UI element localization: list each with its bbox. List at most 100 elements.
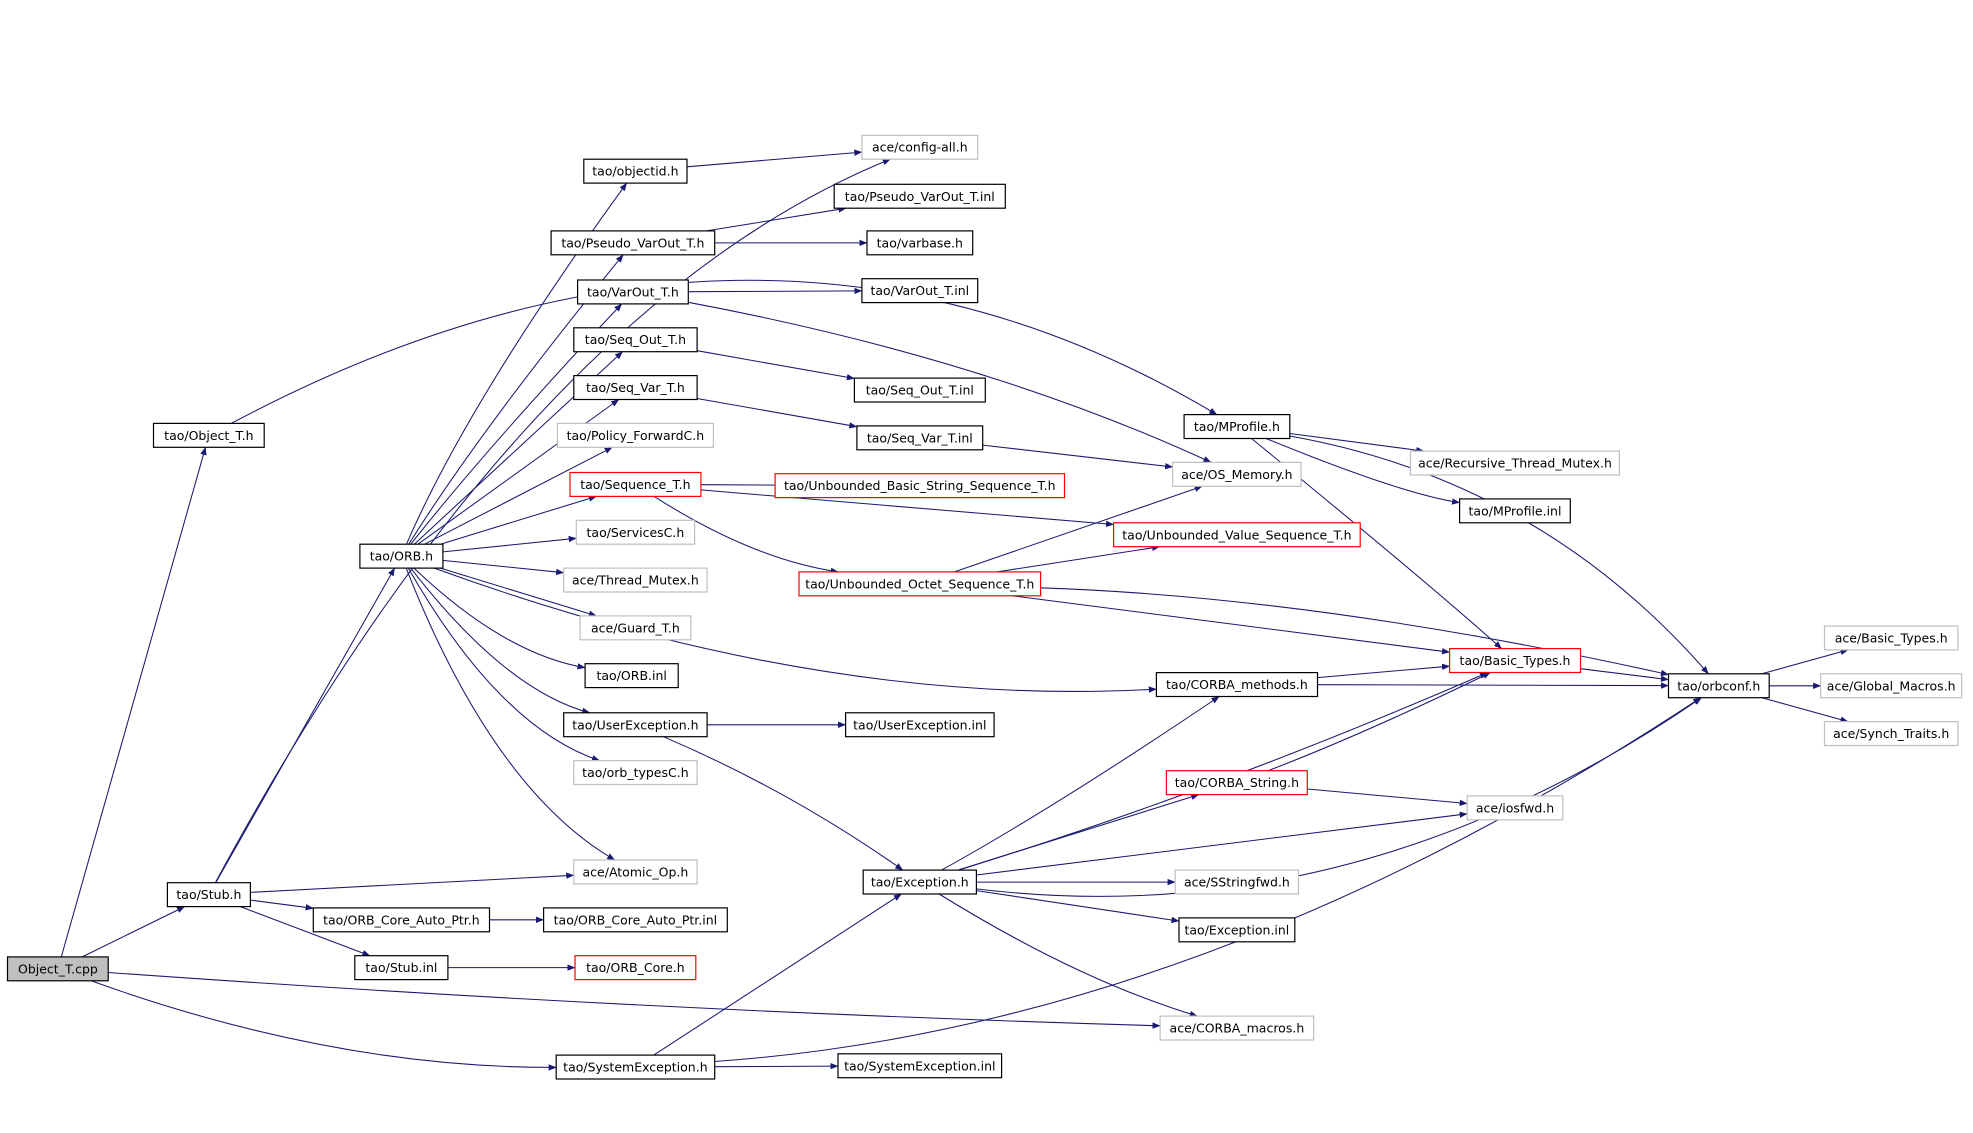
node-tao-orb-typesc-h[interactable]: tao/orb_typesC.h [573, 759, 698, 786]
node-box [576, 279, 689, 305]
edge-tao_mprofile_h-to-ace_recursive_thread_mutex_h [1289, 432, 1425, 454]
node-tao-varout-t-h[interactable]: tao/VarOut_T.h [576, 279, 689, 305]
node-label: tao/UserException.h [572, 717, 698, 732]
edge-tao_exception_h-to-tao_corba_methods_h [941, 696, 1220, 871]
node-tao-mprofile-inl[interactable]: tao/MProfile.inl [1458, 498, 1571, 524]
node-tao-seq-out-t-inl[interactable]: tao/Seq_Out_T.inl [853, 377, 986, 403]
node-ace-thread-mutex-h[interactable]: ace/Thread_Mutex.h [563, 567, 708, 593]
node-tao-unbounded-octet-sequence-t-h[interactable]: tao/Unbounded_Octet_Sequence_T.h [798, 571, 1042, 597]
node-label: tao/Pseudo_VarOut_T.inl [845, 189, 995, 204]
node-label: tao/ORB.h [370, 549, 433, 564]
node-tao-corba-methods-h[interactable]: tao/CORBA_methods.h [1155, 671, 1319, 698]
edge-object_t_cpp-to-tao_object_t_h [60, 446, 207, 958]
edge-tao_systemexception_h-to-tao_orbconf_h [714, 697, 1702, 1063]
node-tao-systemexception-h[interactable]: tao/SystemException.h [555, 1054, 716, 1080]
node-box [579, 615, 692, 641]
node-tao-sequence-t-h[interactable]: tao/Sequence_T.h [569, 471, 702, 497]
node-box [569, 471, 702, 497]
node-label: tao/CORBA_String.h [1175, 775, 1299, 790]
node-ace-sstringfwd-h[interactable]: ace/SStringfwd.h [1174, 869, 1300, 895]
node-label: tao/VarOut_T.inl [870, 283, 969, 298]
node-tao-userexception-inl[interactable]: tao/UserException.inl [844, 712, 995, 738]
node-box [1667, 673, 1770, 699]
edge-tao_orb_h-to-tao_servicesc_h [442, 535, 577, 553]
node-box [1183, 414, 1291, 440]
node-ace-synch-traits-h[interactable]: ace/Synch_Traits.h [1823, 720, 1959, 747]
edge-tao_stub_h-to-tao_orb_h [215, 567, 396, 883]
node-tao-orb-inl[interactable]: tao/ORB.inl [584, 663, 679, 689]
edge-tao_userexception_h-to-tao_exception_h [663, 736, 904, 871]
node-box [837, 1053, 1003, 1079]
node-box [1820, 673, 1963, 699]
edge-tao_varout_t_h-to-ace_os_memory_h [688, 301, 1212, 463]
node-ace-iosfwd-h[interactable]: ace/iosfwd.h [1466, 795, 1564, 821]
node-label: tao/Unbounded_Basic_String_Sequence_T.h [784, 478, 1056, 493]
edge-tao_orb_h-to-ace_thread_mutex_h [442, 559, 565, 576]
node-tao-policy-forwardc-h[interactable]: tao/Policy_ForwardC.h [556, 422, 715, 448]
node-label: ace/OS_Memory.h [1181, 467, 1292, 482]
node-label: tao/Basic_Types.h [1460, 653, 1571, 668]
edge-tao_corba_methods_h-to-tao_orbconf_h [1317, 682, 1669, 689]
node-label: tao/Sequence_T.h [580, 477, 690, 492]
node-box [354, 955, 449, 981]
edge-tao_unbounded_octet_sequence_t_h-to-tao_unbounded_value_sequence_t_h [997, 544, 1161, 573]
node-ace-os-memory-h[interactable]: ace/OS_Memory.h [1172, 461, 1302, 487]
edge-tao_varout_t_h-to-tao_varout_t_inl [688, 287, 863, 295]
node-box [556, 422, 715, 448]
node-box [573, 759, 698, 786]
node-tao-orb-h[interactable]: tao/ORB.h [359, 543, 444, 569]
node-tao-unbounded-value-sequence-t-h[interactable]: tao/Unbounded_Value_Sequence_T.h [1112, 522, 1361, 548]
node-label: ace/CORBA_macros.h [1170, 1021, 1305, 1036]
node-ace-recursive-thread-mutex-h[interactable]: ace/Recursive_Thread_Mutex.h [1409, 450, 1620, 476]
node-box [774, 473, 1066, 499]
node-box [583, 158, 688, 184]
node-tao-basic-types-h[interactable]: tao/Basic_Types.h [1448, 647, 1582, 674]
node-tao-stub-h[interactable]: tao/Stub.h [166, 882, 251, 908]
node-ace-guard-t-h[interactable]: ace/Guard_T.h [579, 615, 692, 641]
edge-tao_orb_h-to-tao_policy_forwardc_h [424, 446, 613, 545]
node-box [861, 134, 979, 160]
node-ace-atomic-op-h[interactable]: ace/Atomic_Op.h [573, 859, 698, 885]
node-tao-seq-var-t-h[interactable]: tao/Seq_Var_T.h [573, 375, 698, 401]
node-tao-corba-string-h[interactable]: tao/CORBA_String.h [1165, 770, 1308, 796]
edge-tao_corba_string_h-to-tao_basic_types_h [1267, 672, 1491, 772]
edge-tao_corba_methods_h-to-tao_basic_types_h [1317, 663, 1450, 679]
node-tao-servicesc-h[interactable]: tao/ServicesC.h [575, 519, 696, 545]
edge-tao_exception_h-to-ace_corba_macros_h [938, 893, 1198, 1017]
edge-tao_stub_h-to-tao_orb_core_auto_ptr_h [250, 899, 314, 911]
node-tao-unbounded-basic-string-sequence-t-h[interactable]: tao/Unbounded_Basic_String_Sequence_T.h [774, 473, 1066, 499]
node-ace-corba-macros-h[interactable]: ace/CORBA_macros.h [1159, 1015, 1315, 1041]
node-ace-global-macros-h[interactable]: ace/Global_Macros.h [1820, 673, 1963, 699]
edge-tao_orb_h-to-tao_sequence_t_h [440, 495, 597, 545]
node-label: tao/Exception.h [871, 875, 969, 890]
node-label: tao/MProfile.h [1194, 419, 1280, 434]
node-label: ace/Synch_Traits.h [1833, 726, 1949, 741]
node-tao-varbase-h[interactable]: tao/varbase.h [866, 230, 974, 256]
node-tao-varout-t-inl[interactable]: tao/VarOut_T.inl [861, 278, 979, 304]
node-object-t-cpp[interactable]: Object_T.cpp [6, 956, 109, 982]
node-tao-pseudo-varout-t-inl[interactable]: tao/Pseudo_VarOut_T.inl [833, 183, 1006, 209]
node-tao-seq-var-t-inl[interactable]: tao/Seq_Var_T.inl [856, 425, 984, 451]
node-ace-basic-types-h[interactable]: ace/Basic_Types.h [1823, 625, 1959, 651]
node-label: ace/Recursive_Thread_Mutex.h [1418, 456, 1612, 471]
node-tao-seq-out-t-h[interactable]: tao/Seq_Out_T.h [573, 327, 698, 353]
node-tao-orb-core-auto-ptr-h[interactable]: tao/ORB_Core_Auto_Ptr.h [312, 907, 491, 933]
edge-tao_exception_h-to-tao_exception_inl [976, 890, 1180, 924]
node-tao-orbconf-h[interactable]: tao/orbconf.h [1667, 673, 1770, 699]
node-box [312, 907, 491, 933]
node-tao-orb-core-h[interactable]: tao/ORB_Core.h [574, 955, 697, 981]
edge-tao_orb_h-to-tao_seq_var_t_h [417, 399, 620, 545]
node-box [1458, 498, 1571, 524]
node-tao-mprofile-h[interactable]: tao/MProfile.h [1183, 414, 1291, 440]
node-tao-exception-inl[interactable]: tao/Exception.inl [1178, 917, 1296, 943]
node-tao-userexception-h[interactable]: tao/UserException.h [563, 712, 708, 738]
node-tao-stub-inl[interactable]: tao/Stub.inl [354, 955, 449, 981]
node-tao-object-t-h[interactable]: tao/Object_T.h [152, 422, 265, 448]
node-ace-config-all-h[interactable]: ace/config-all.h [861, 134, 979, 160]
node-tao-pseudo-varout-t-h[interactable]: tao/Pseudo_VarOut_T.h [550, 230, 716, 256]
node-tao-objectid-h[interactable]: tao/objectid.h [583, 158, 688, 184]
node-tao-exception-h[interactable]: tao/Exception.h [862, 869, 978, 895]
node-tao-systemexception-inl[interactable]: tao/SystemException.inl [837, 1053, 1003, 1079]
node-tao-orb-core-auto-ptr-inl[interactable]: tao/ORB_Core_Auto_Ptr.inl [542, 907, 728, 933]
